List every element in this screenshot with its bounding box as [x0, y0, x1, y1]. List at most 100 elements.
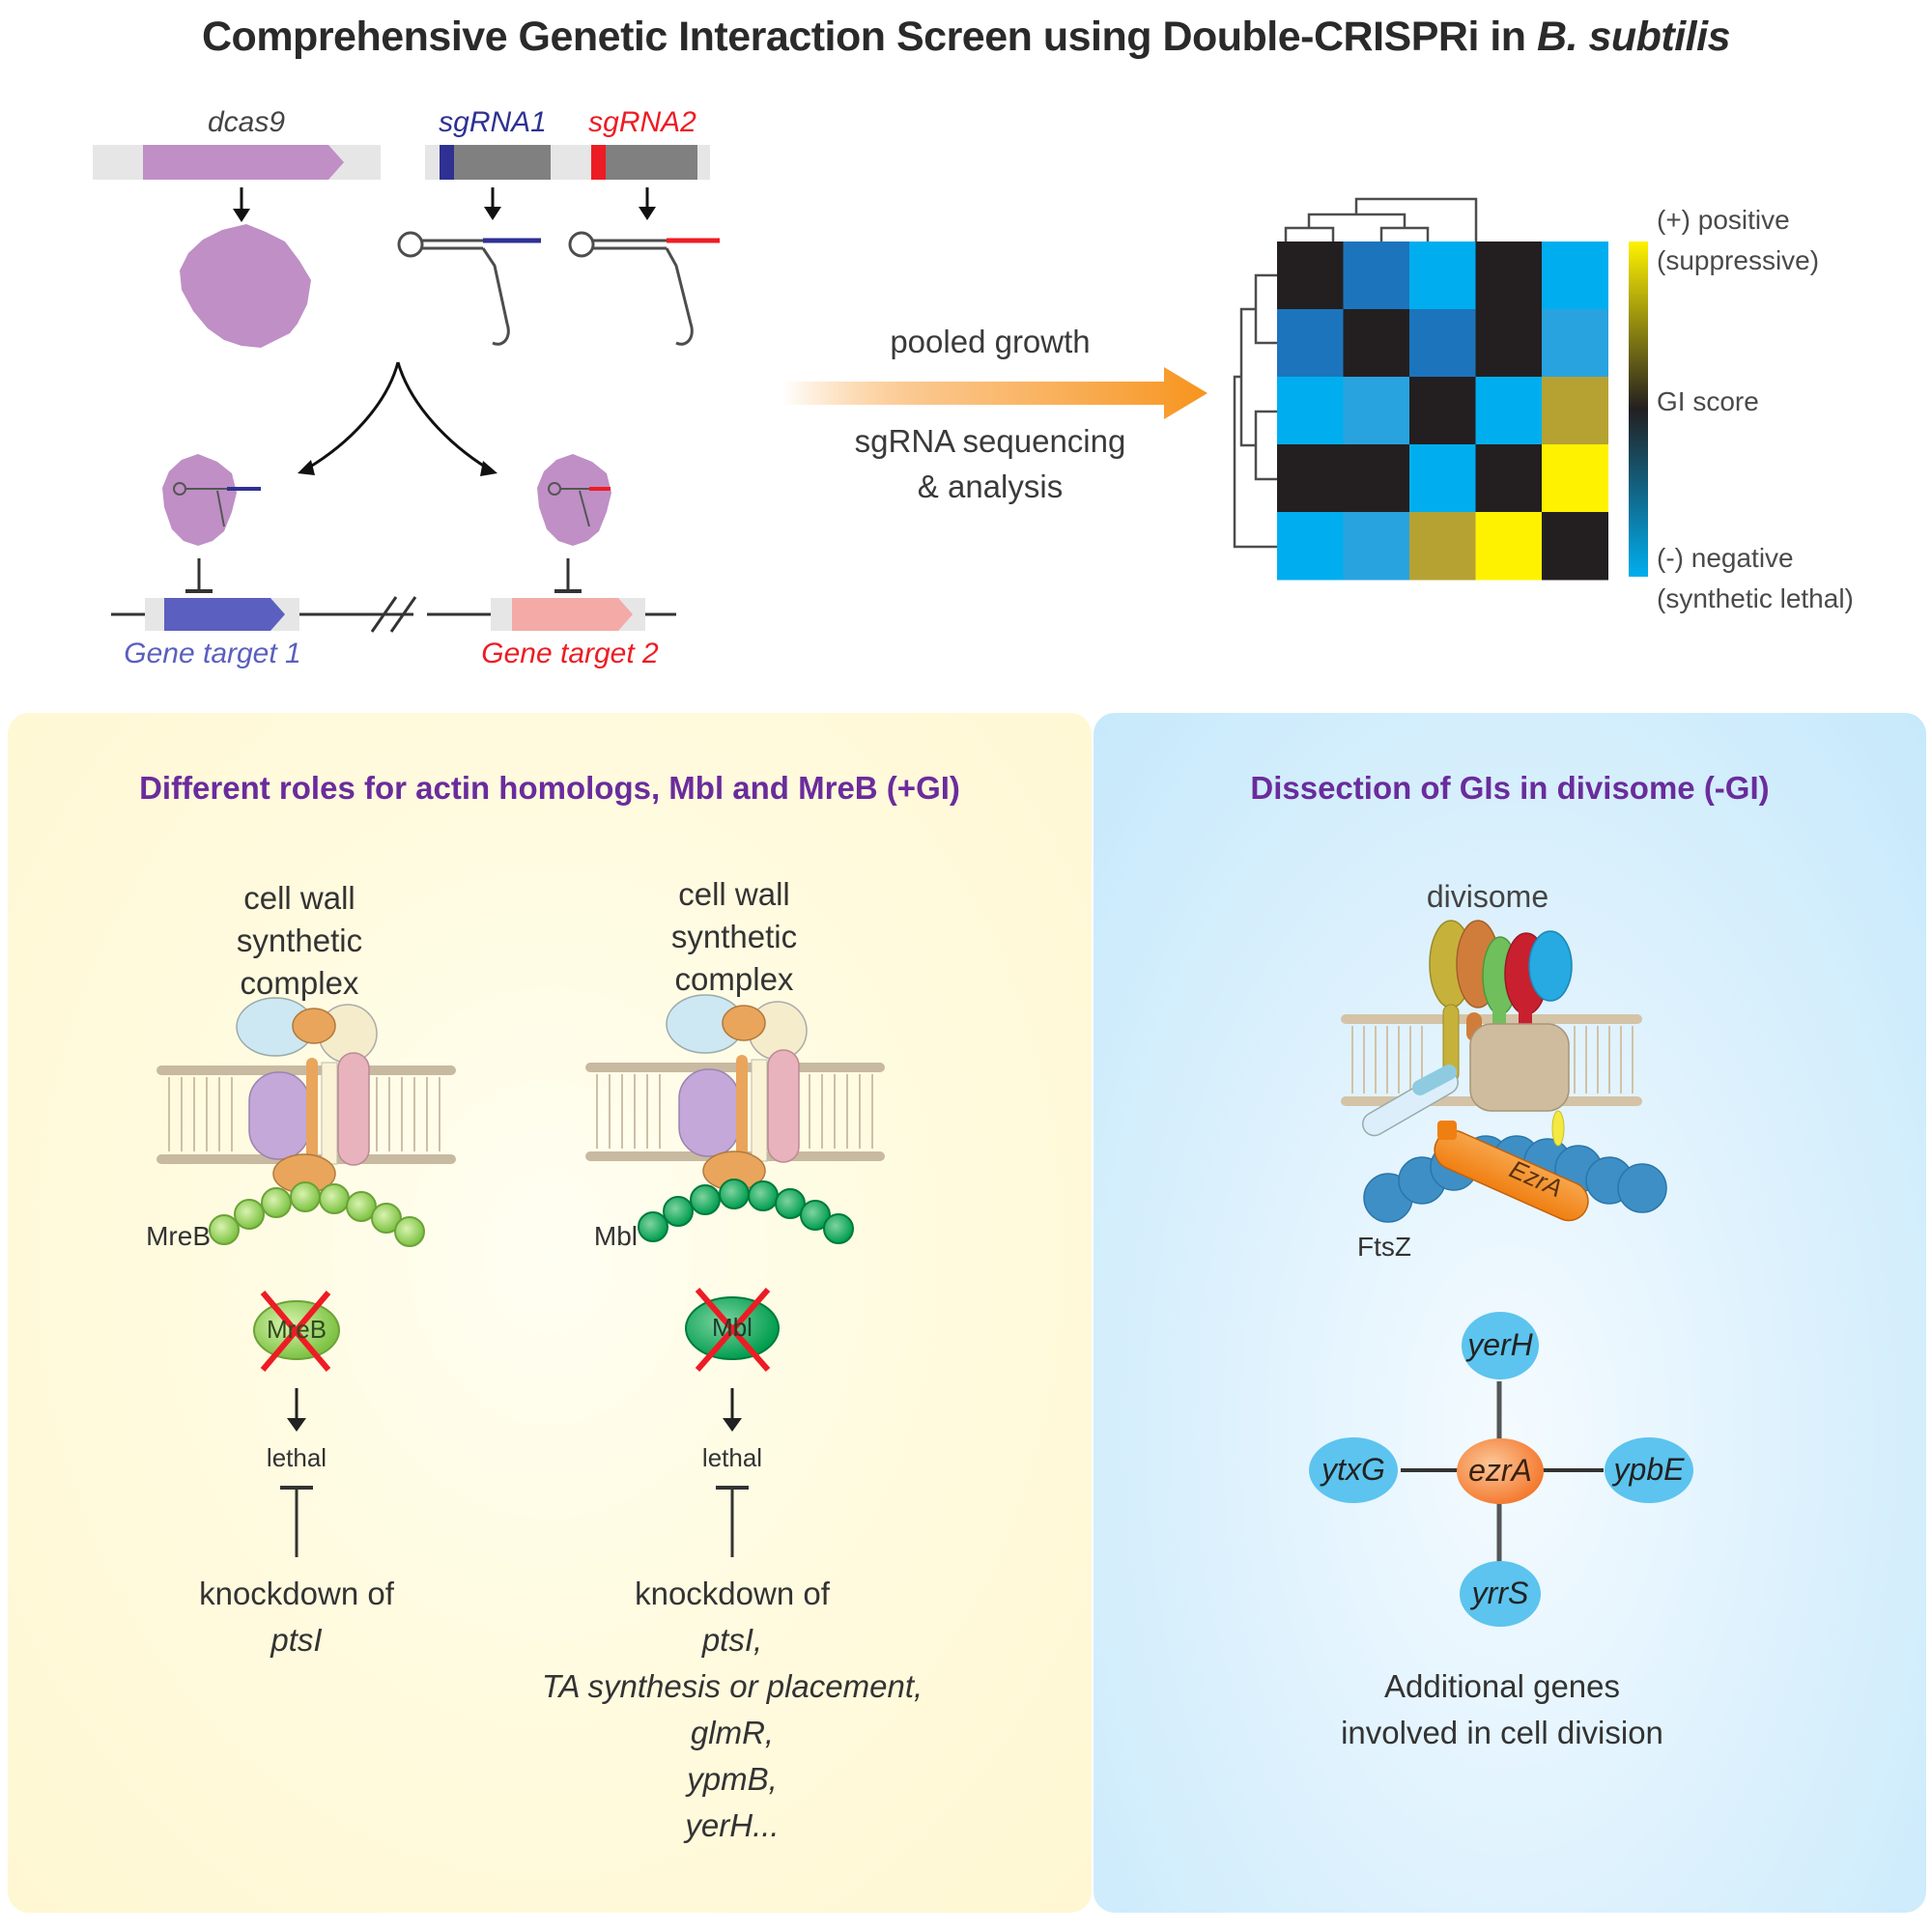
mbl-lethal-arrow — [723, 1388, 742, 1432]
heatmap-cell — [1542, 377, 1608, 445]
genome-line — [111, 596, 676, 633]
mreb-knockout-label: MreB — [266, 1315, 327, 1344]
gene-target-1-label: Gene target 1 — [124, 638, 301, 669]
filament-subunit — [394, 1216, 425, 1247]
row-dendrogram — [1233, 273, 1277, 549]
complex-label-line1: cell wall — [243, 880, 355, 916]
mreb-suppressors: knockdown of ptsI — [152, 1571, 441, 1663]
heatmap-cell — [1409, 512, 1476, 581]
suppressor-gene: yerH... — [685, 1807, 780, 1843]
title-text: Comprehensive Genetic Interaction Screen… — [202, 14, 1538, 60]
column-dendrogram — [1284, 197, 1478, 242]
mbl-knockout-label: Mbl — [712, 1313, 753, 1342]
sgrna-arrows — [484, 187, 656, 220]
filament-subunit — [663, 1196, 694, 1227]
knockdown-label: knockdown of — [199, 1576, 394, 1611]
gi-heatmap — [1277, 242, 1608, 581]
mbl-complex-label: cell wall synthetic complex — [628, 873, 840, 1001]
suppressor-gene: ptsI — [270, 1622, 323, 1658]
sgrna2-label: sgRNA2 — [588, 106, 696, 138]
sgrna1-construct — [425, 145, 710, 180]
mbl-suppression-bar — [716, 1486, 749, 1557]
network-node-ezrA — [1457, 1438, 1544, 1504]
heatmap-cell — [1542, 512, 1608, 581]
dcas9-protein-icon — [180, 224, 311, 348]
heatmap-cell — [1277, 512, 1344, 581]
node-label-yrrS: yrrS — [1471, 1576, 1529, 1610]
left-panel-title: Different roles for actin homologs, Mbl … — [139, 770, 960, 806]
process-arrow-icon — [782, 367, 1208, 419]
mbl-knockout-icon — [685, 1288, 780, 1372]
dcas9-sgrna1-complex-icon — [162, 454, 261, 593]
gi-score-colorbar — [1629, 242, 1648, 577]
node-label-ezrA: ezrA — [1468, 1453, 1532, 1488]
filament-subunit — [319, 1183, 350, 1214]
sequencing-label: sgRNA sequencing — [854, 423, 1126, 459]
figure-title: Comprehensive Genetic Interaction Screen… — [0, 14, 1932, 61]
node-label-ypbE: ypbE — [1613, 1452, 1685, 1487]
mreb-suppression-bar — [280, 1486, 313, 1557]
heatmap-cell — [1409, 377, 1476, 445]
suppressive-label: (suppressive) — [1657, 245, 1820, 275]
mbl-filament-icon — [638, 1179, 854, 1244]
caption-line1: Additional genes — [1383, 1668, 1621, 1704]
heatmap-cell — [1475, 444, 1543, 513]
filament-subunit — [290, 1181, 321, 1212]
knockdown-label: knockdown of — [635, 1576, 830, 1611]
ftsz-label: FtsZ — [1357, 1232, 1411, 1262]
mbl-lethal-label: lethal — [701, 1443, 763, 1472]
mreb-lethal-label: lethal — [266, 1443, 327, 1472]
dcas9-label: dcas9 — [207, 106, 286, 138]
gene-target-2-label: Gene target 2 — [481, 638, 659, 669]
filament-subunit — [209, 1214, 240, 1245]
actin-homologs-panel — [8, 713, 1092, 1913]
suppressor-gene: TA synthesis or placement, — [541, 1668, 923, 1704]
network-caption: Additional genes involved in cell divisi… — [1256, 1663, 1748, 1756]
sgrna2-hairpin-icon — [568, 231, 720, 346]
heatmap-cell — [1542, 444, 1608, 513]
network-node-ytxG — [1309, 1437, 1398, 1503]
gi-score-label: GI score — [1657, 386, 1759, 416]
heatmap-cell — [1277, 444, 1344, 513]
heatmap-cell — [1475, 512, 1543, 581]
filament-subunit — [748, 1180, 779, 1211]
network-node-ypbE — [1605, 1437, 1693, 1503]
mbl-cell-wall-complex-icon — [585, 994, 885, 1191]
heatmap-cell — [1409, 444, 1476, 513]
mreb-filament-label: MreB — [146, 1221, 211, 1251]
heatmap-cell — [1343, 377, 1410, 445]
suppressor-gene: ypmB, — [687, 1761, 778, 1797]
complex-label-line2: synthetic — [236, 923, 363, 958]
caption-line2: involved in cell division — [1341, 1715, 1663, 1750]
heatmap-cell — [1343, 444, 1410, 513]
network-node-yerH — [1462, 1312, 1539, 1379]
heatmap-cell — [1475, 242, 1543, 310]
network-node-yrrS — [1460, 1561, 1541, 1627]
split-arrows — [306, 361, 489, 470]
title-organism: B. subtilis — [1537, 14, 1730, 60]
analysis-label: & analysis — [917, 469, 1064, 504]
filament-subunit — [346, 1191, 377, 1222]
mbl-suppressors: knockdown of ptsI,TA synthesis or placem… — [491, 1571, 974, 1849]
sgrna1-label: sgRNA1 — [439, 106, 547, 138]
arrowhead-right-icon — [480, 461, 497, 476]
mbl-filament-label: Mbl — [593, 1221, 638, 1251]
filament-subunit — [800, 1200, 831, 1231]
complex-label-line2: synthetic — [670, 919, 798, 954]
heatmap-cell — [1343, 242, 1410, 310]
dcas9-construct — [93, 145, 381, 222]
sgrna1-hairpin-icon — [397, 231, 541, 346]
complex-label-line3: complex — [240, 965, 359, 1001]
arrowhead-left-icon — [298, 460, 315, 475]
heatmap-cell — [1475, 377, 1543, 445]
negative-label: (-) negative — [1657, 543, 1794, 573]
heatmap-cell — [1277, 309, 1344, 378]
heatmap-cell — [1409, 309, 1476, 378]
mreb-lethal-arrow — [287, 1388, 306, 1432]
synthetic-lethal-label: (synthetic lethal) — [1657, 583, 1854, 613]
heatmap-cell — [1277, 377, 1344, 445]
filament-subunit — [371, 1203, 402, 1234]
filament-subunit — [719, 1179, 750, 1209]
filament-subunit — [638, 1211, 668, 1242]
